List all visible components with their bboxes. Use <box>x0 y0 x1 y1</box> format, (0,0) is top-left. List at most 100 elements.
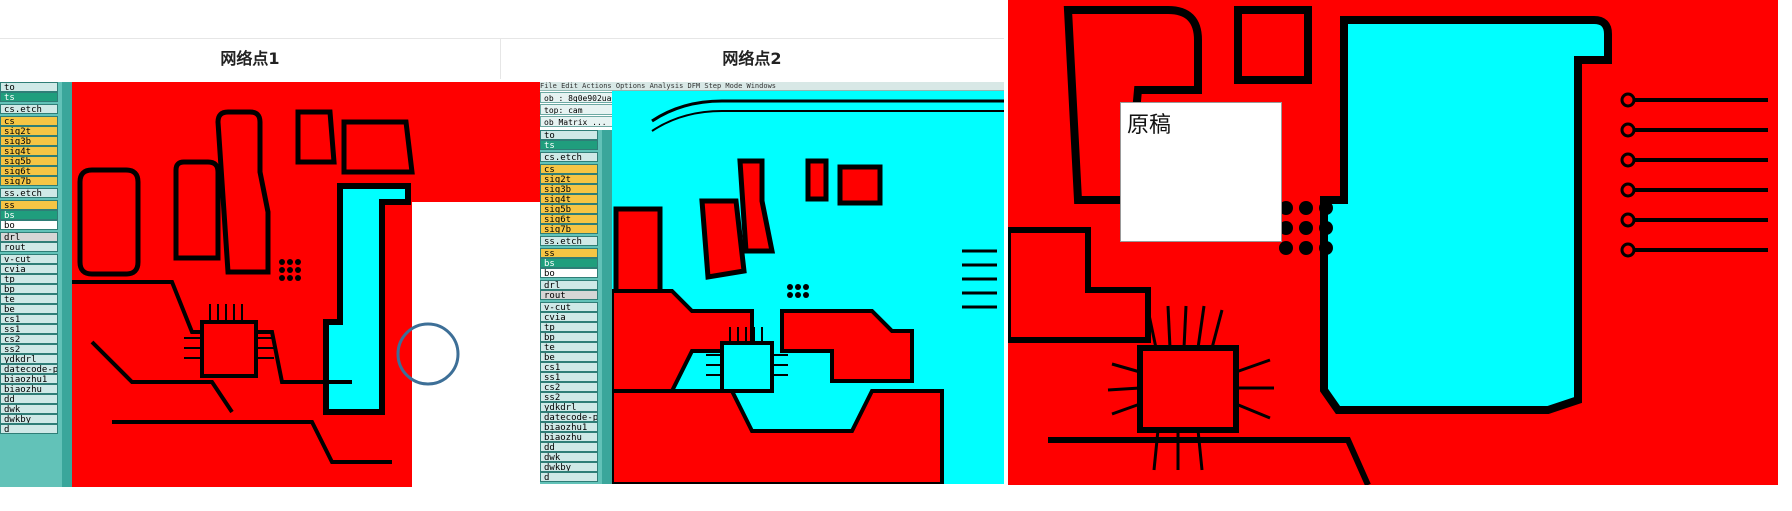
layer-row[interactable]: rout <box>540 290 598 300</box>
layer-list-scrollbar[interactable] <box>62 82 72 487</box>
layer-row[interactable]: ss.etch <box>0 188 58 198</box>
layer-row[interactable]: dwkby <box>0 414 58 424</box>
layer-row[interactable]: bs <box>540 258 598 268</box>
copper-region <box>612 389 944 484</box>
layer-row[interactable]: cs1 <box>0 314 58 324</box>
panel-title-net-point-1: 网络点1 <box>0 38 501 79</box>
layer-row[interactable]: d <box>0 424 58 434</box>
layer-row[interactable]: d <box>540 472 598 482</box>
layer-row[interactable]: drl <box>540 280 598 290</box>
layer-row[interactable]: to <box>540 130 598 140</box>
layer-row[interactable]: bs <box>0 210 58 220</box>
layer-row[interactable]: cs2 <box>540 382 598 392</box>
layer-row[interactable]: ts <box>540 140 598 150</box>
pad-island <box>215 109 271 275</box>
layer-row[interactable]: sig5b <box>540 204 598 214</box>
layer-row[interactable]: v-cut <box>540 302 598 312</box>
layer-row[interactable]: bo <box>540 268 598 278</box>
panel-title-net-point-2: 网络点2 <box>500 38 1004 79</box>
layer-row[interactable]: bo <box>0 220 58 230</box>
layer-row[interactable]: to <box>0 82 58 92</box>
layer-row[interactable]: cvia <box>540 312 598 322</box>
copper-region <box>780 309 914 383</box>
copper-region <box>1008 227 1151 343</box>
layer-row[interactable]: ss.etch <box>540 236 598 246</box>
layer-row[interactable]: ss1 <box>0 324 58 334</box>
layer-row[interactable]: sig3b <box>540 184 598 194</box>
pcb-view-net-point-2[interactable]: File Edit Actions Options Analysis DFM S… <box>540 82 1004 484</box>
layer-row[interactable]: cvia <box>0 264 58 274</box>
step-name: top: cam <box>540 104 622 115</box>
layer-row[interactable]: sig4t <box>0 146 58 156</box>
layer-row[interactable]: cs.etch <box>0 104 58 114</box>
layer-row[interactable]: biaozhu1 <box>0 374 58 384</box>
layer-row[interactable]: biaozhu <box>540 432 598 442</box>
layer-row[interactable]: tp <box>540 322 598 332</box>
layer-row[interactable]: v-cut <box>0 254 58 264</box>
job-matrix-button[interactable]: ob Matrix ... <box>540 116 622 127</box>
layer-row[interactable]: bp <box>540 332 598 342</box>
layer-row[interactable]: ss2 <box>0 344 58 354</box>
pad-island <box>613 206 663 304</box>
pad-island <box>837 164 883 206</box>
layer-row[interactable]: ss <box>0 200 58 210</box>
pad-island <box>699 198 747 280</box>
edge-connector-pads <box>1628 98 1768 252</box>
menu-bar[interactable]: File Edit Actions Options Analysis DFM S… <box>540 82 1004 91</box>
layer-row[interactable]: sig2t <box>0 126 58 136</box>
layer-row[interactable]: be <box>0 304 58 314</box>
layer-row[interactable]: dwk <box>0 404 58 414</box>
layer-row[interactable]: sig6t <box>0 166 58 176</box>
layer-row[interactable]: dd <box>540 442 598 452</box>
ic-footprint <box>200 320 258 378</box>
ic-pins <box>1107 305 1274 471</box>
layer-row[interactable]: te <box>540 342 598 352</box>
layer-row[interactable]: cs.etch <box>540 152 598 162</box>
layer-row[interactable]: te <box>0 294 58 304</box>
layer-row[interactable]: cs <box>540 164 598 174</box>
layer-row[interactable]: sig5b <box>0 156 58 166</box>
pad-island <box>1234 6 1312 84</box>
layer-row[interactable]: cs2 <box>0 334 58 344</box>
layer-row[interactable]: ydkdrl <box>0 354 58 364</box>
layer-row[interactable]: sig2t <box>540 174 598 184</box>
layer-row[interactable]: ss1 <box>540 372 598 382</box>
layer-row[interactable]: be <box>540 352 598 362</box>
layer-row[interactable]: cs1 <box>540 362 598 372</box>
layer-row[interactable]: biaozhu <box>0 384 58 394</box>
highlight-circle <box>396 322 460 386</box>
pad-island <box>737 158 776 254</box>
pcb-canvas <box>72 82 540 487</box>
layer-row[interactable]: sig4t <box>540 194 598 204</box>
layer-row[interactable]: ydkdrl <box>540 402 598 412</box>
layer-row[interactable]: dwkby <box>540 462 598 472</box>
layer-row[interactable]: ss <box>540 248 598 258</box>
layer-row[interactable]: dwk <box>540 452 598 462</box>
layer-row[interactable]: rout <box>0 242 58 252</box>
ic-pins <box>706 327 788 376</box>
layer-row[interactable]: datecode-ptr <box>0 364 58 374</box>
cyan-plane <box>323 183 411 415</box>
layer-row[interactable]: cs <box>0 116 58 126</box>
layer-row[interactable]: dd <box>0 394 58 404</box>
layer-row[interactable]: sig7b <box>0 176 58 186</box>
pcb-view-original[interactable] <box>1008 0 1778 485</box>
layer-list-scrollbar[interactable] <box>602 130 612 484</box>
layer-row[interactable]: tp <box>0 274 58 284</box>
layer-row[interactable]: sig7b <box>540 224 598 234</box>
layer-row[interactable]: datecode-ptr <box>540 412 598 422</box>
layer-row[interactable]: bp <box>0 284 58 294</box>
layer-row[interactable]: biaozhu1 <box>540 422 598 432</box>
board-edge-background <box>412 202 540 487</box>
via-grid <box>1279 201 1333 255</box>
layer-row[interactable]: sig3b <box>0 136 58 146</box>
ic-footprint <box>1137 345 1239 433</box>
edge-connector-pads <box>962 249 997 309</box>
layer-row[interactable]: ss2 <box>540 392 598 402</box>
layer-row[interactable]: ts <box>0 92 58 102</box>
pad-island <box>341 119 415 175</box>
layer-row[interactable]: sig6t <box>540 214 598 224</box>
layer-row[interactable]: drl <box>0 232 58 242</box>
